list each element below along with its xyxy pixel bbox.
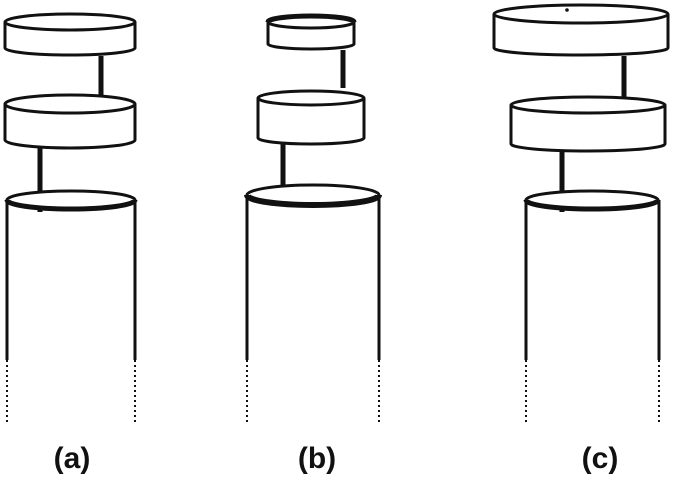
panel-c-top-disc (492, 3, 670, 57)
panel-c-label: (c) (581, 442, 619, 475)
panel-b-tube (244, 183, 382, 425)
panel-a-tube (4, 189, 138, 425)
panel-c (492, 3, 670, 425)
panel-b (244, 13, 382, 425)
panel-a-label: (a) (53, 442, 91, 475)
panel-c-middle-disc (509, 95, 667, 153)
panel-b-label: (b) (297, 442, 337, 475)
panel-b-middle-disc (256, 89, 366, 146)
panel-a-top-disc (3, 12, 137, 57)
panel-a (3, 12, 138, 425)
panel-c-tube (523, 189, 661, 425)
panel-b-top-disc (265, 13, 357, 51)
panel-a-middle-disc (3, 93, 137, 150)
